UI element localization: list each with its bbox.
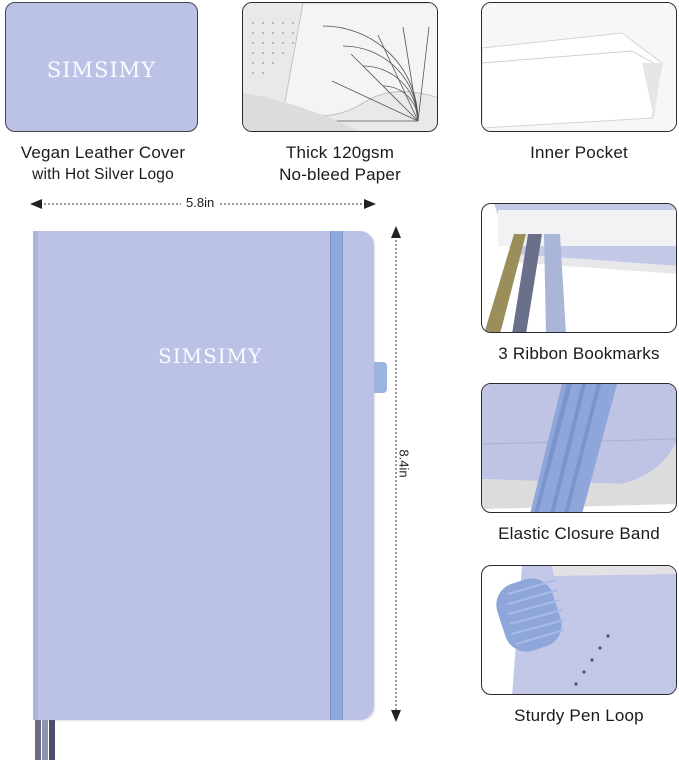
elastic-thumbnail [481, 383, 677, 513]
paper-protractor-illustration [243, 3, 437, 131]
width-dimension-arrow [30, 199, 376, 209]
elastic-band [330, 231, 343, 720]
notebook-cover: SIMSIMY [33, 231, 374, 720]
elastic-closure-illustration [482, 384, 676, 512]
ribbon-bookmarks-illustration [484, 204, 676, 332]
ribbon-tails [33, 720, 73, 760]
cover-caption-line2: with Hot Silver Logo [32, 166, 174, 183]
elastic-caption: Elastic Closure Band [498, 524, 660, 543]
ribbons-thumbnail [481, 203, 677, 333]
paper-caption-line1: Thick 120gsm [285, 143, 395, 162]
cover-logo: SIMSIMY [46, 58, 157, 82]
pocket-thumbnail [481, 2, 677, 132]
paper-thumbnail [242, 2, 438, 132]
pen-loop-tab [374, 362, 387, 393]
ribbons-caption: 3 Ribbon Bookmarks [498, 344, 660, 363]
inner-pocket-illustration [482, 3, 676, 131]
paper-caption-line2: No-bleed Paper [279, 165, 401, 184]
width-label: 5.8in [181, 195, 220, 210]
pocket-caption: Inner Pocket [530, 143, 628, 162]
penloop-caption: Sturdy Pen Loop [514, 706, 644, 725]
cover-caption-line1: Vegan Leather Cover [20, 143, 186, 162]
penloop-thumbnail [481, 565, 677, 695]
height-dimension-arrow [391, 226, 401, 722]
spine-shading [33, 231, 38, 720]
notebook-logo: SIMSIMY [158, 344, 263, 368]
pen-loop-illustration [496, 566, 676, 694]
height-label: 8.4in [396, 440, 412, 487]
cover-thumbnail: SIMSIMY [5, 2, 198, 132]
